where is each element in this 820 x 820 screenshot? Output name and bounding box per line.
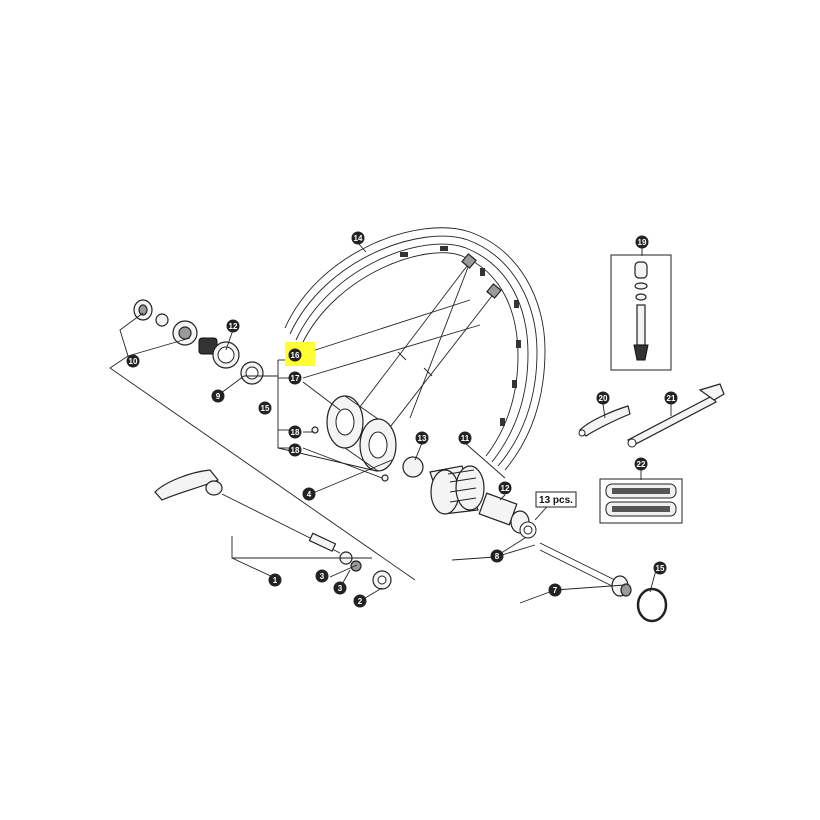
svg-text:21: 21 bbox=[667, 394, 676, 403]
callout-5: 7 bbox=[548, 583, 562, 597]
callout-1: 1 bbox=[268, 573, 282, 587]
svg-text:18: 18 bbox=[291, 446, 300, 455]
callout-9: 11 bbox=[458, 431, 472, 445]
svg-text:15: 15 bbox=[261, 404, 270, 413]
svg-text:10: 10 bbox=[129, 357, 138, 366]
svg-text:12: 12 bbox=[501, 484, 510, 493]
svg-text:14: 14 bbox=[354, 234, 363, 243]
callout-22: 22 bbox=[634, 457, 648, 471]
callout-7: 9 bbox=[211, 389, 225, 403]
leader-lines bbox=[109, 242, 672, 604]
svg-text:15: 15 bbox=[656, 564, 665, 573]
svg-text:4: 4 bbox=[307, 490, 312, 499]
svg-text:16: 16 bbox=[291, 351, 300, 360]
svg-text:9: 9 bbox=[216, 392, 221, 401]
svg-text:1: 1 bbox=[273, 576, 278, 585]
hub-body bbox=[311, 395, 397, 482]
freehub-body bbox=[402, 456, 537, 539]
svg-text:2: 2 bbox=[358, 597, 363, 606]
svg-text:7: 7 bbox=[553, 586, 558, 595]
callout-3-upper: 3 bbox=[315, 569, 329, 583]
callout-20: 20 bbox=[596, 391, 610, 405]
callout-8: 10 bbox=[126, 354, 140, 368]
rim bbox=[284, 227, 546, 471]
callout-16-highlight: 16 bbox=[285, 342, 315, 366]
sticker-panel bbox=[599, 478, 683, 524]
callout-12: 12 bbox=[226, 319, 240, 333]
callout-10: 12 bbox=[498, 481, 512, 495]
spokes bbox=[349, 253, 502, 441]
svg-text:8: 8 bbox=[495, 552, 500, 561]
tool-20 bbox=[578, 405, 631, 437]
axle bbox=[539, 542, 668, 623]
svg-text:22: 22 bbox=[637, 460, 646, 469]
valve-panel bbox=[610, 254, 672, 371]
svg-text:13 pcs.: 13 pcs. bbox=[539, 495, 573, 506]
tool-21 bbox=[627, 383, 725, 448]
callout-19: 19 bbox=[635, 235, 649, 249]
quick-release bbox=[154, 469, 392, 590]
callout-14: 14 bbox=[351, 231, 365, 245]
svg-text:19: 19 bbox=[638, 238, 647, 247]
svg-text:17: 17 bbox=[291, 374, 300, 383]
callout-18-lower: 18 bbox=[288, 443, 302, 457]
callout-2: 2 bbox=[353, 594, 367, 608]
svg-text:3: 3 bbox=[338, 584, 343, 593]
svg-text:13: 13 bbox=[418, 434, 427, 443]
callout-18-upper: 18 bbox=[288, 425, 302, 439]
svg-text:12: 12 bbox=[229, 322, 238, 331]
callout-4: 4 bbox=[302, 487, 316, 501]
spline-washer bbox=[519, 521, 537, 539]
callout-3-lower: 3 bbox=[333, 581, 347, 595]
callout-11: 13 bbox=[415, 431, 429, 445]
svg-text:18: 18 bbox=[291, 428, 300, 437]
callout-17: 17 bbox=[288, 371, 302, 385]
callout-13: 15 bbox=[653, 561, 667, 575]
callout-21: 21 bbox=[664, 391, 678, 405]
callouts: 14 12 10 9 16 17 15 18 bbox=[126, 231, 678, 608]
svg-text:3: 3 bbox=[320, 572, 325, 581]
quantity-label: 13 pcs. bbox=[535, 491, 577, 508]
callout-6: 8 bbox=[490, 549, 504, 563]
svg-text:20: 20 bbox=[599, 394, 608, 403]
left-end-cap-assembly bbox=[133, 299, 264, 385]
callout-15: 15 bbox=[258, 401, 272, 415]
svg-text:11: 11 bbox=[461, 434, 470, 443]
